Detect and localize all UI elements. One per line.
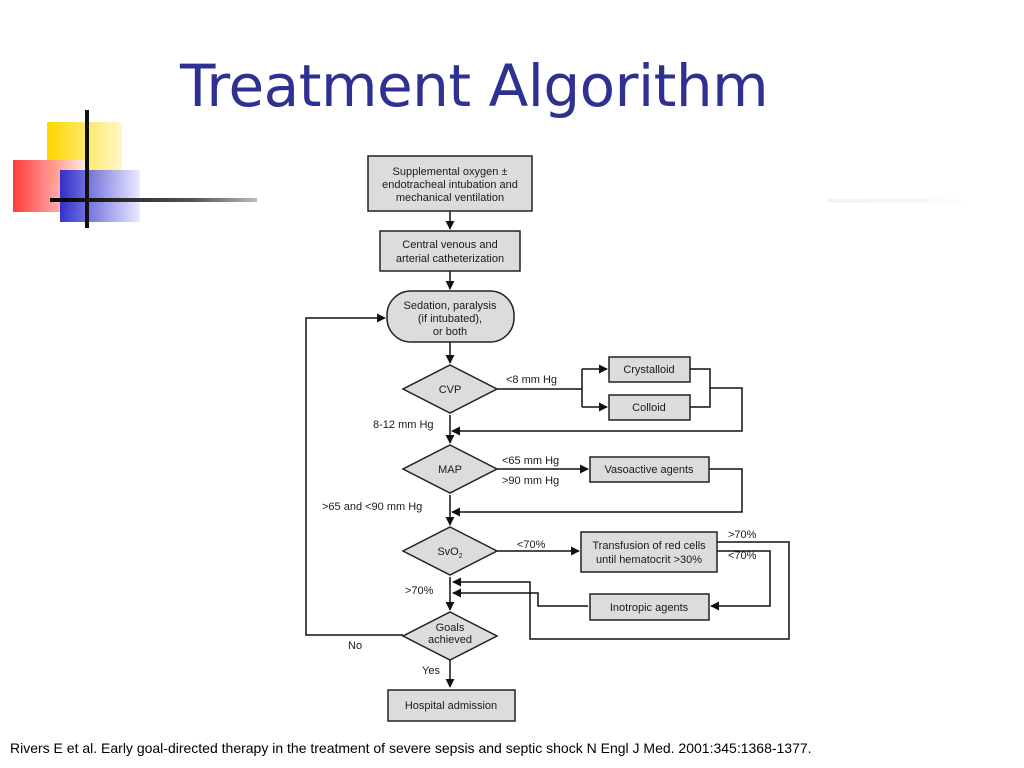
blue-square [60, 170, 140, 222]
svg-text:(if intubated),: (if intubated), [418, 313, 482, 325]
hospital-admission-box: Hospital admission [387, 689, 516, 722]
transfusion-low-label: <70% [728, 550, 757, 562]
svo2-decision: SvO2 [401, 526, 499, 576]
horizontal-rule [50, 198, 257, 202]
svo2-target-label: >70% [405, 585, 434, 597]
svg-text:Transfusion of red cells: Transfusion of red cells [592, 540, 706, 552]
slide-title: Treatment Algorithm [180, 52, 769, 120]
svg-text:until hematocrit >30%: until hematocrit >30% [596, 554, 702, 566]
horizontal-rule-right [828, 199, 963, 203]
svg-text:Hospital admission: Hospital admission [405, 700, 497, 712]
svo2-low-label: <70% [517, 539, 546, 551]
svg-text:Vasoactive agents: Vasoactive agents [604, 464, 694, 476]
colloid-box: Colloid [608, 394, 691, 421]
svg-text:or both: or both [433, 326, 467, 338]
map-decision: MAP [401, 444, 499, 494]
svg-text:Inotropic agents: Inotropic agents [610, 602, 689, 614]
inotropic-agents-box: Inotropic agents [589, 593, 710, 621]
svg-text:Sedation, paralysis: Sedation, paralysis [404, 300, 497, 312]
sedation-box: Sedation, paralysis (if intubated), or b… [386, 290, 515, 343]
goals-decision: Goals achieved [401, 611, 499, 661]
svg-text:SvO2: SvO2 [437, 546, 462, 560]
svg-text:Crystalloid: Crystalloid [623, 364, 674, 376]
cvp-target-label: 8-12 mm Hg [373, 419, 434, 431]
svg-text:MAP: MAP [438, 464, 462, 476]
citation: Rivers E et al. Early goal-directed ther… [10, 740, 812, 756]
svg-text:Supplemental oxygen ±: Supplemental oxygen ± [393, 166, 508, 178]
svg-text:arterial catheterization: arterial catheterization [396, 253, 504, 265]
transfusion-high-label: >70% [728, 529, 757, 541]
map-high-label: >90 mm Hg [502, 475, 559, 487]
decorative-corner-graphic [13, 110, 257, 228]
svg-text:Goals: Goals [436, 622, 465, 634]
treatment-flowchart: Supplemental oxygen ± endotracheal intub… [305, 155, 790, 722]
goals-no-label: No [348, 640, 362, 652]
svg-text:achieved: achieved [428, 634, 472, 646]
goals-yes-label: Yes [422, 665, 440, 677]
cvp-low-label: <8 mm Hg [506, 374, 557, 386]
transfusion-box: Transfusion of red cells until hematocri… [580, 531, 718, 573]
cvp-decision: CVP [401, 364, 499, 414]
catheterization-box: Central venous and arterial catheterizat… [379, 230, 521, 272]
svg-text:endotracheal intubation and: endotracheal intubation and [382, 179, 518, 191]
flow-connectors [305, 211, 790, 688]
svg-text:Central venous and: Central venous and [402, 239, 497, 251]
oxygen-box: Supplemental oxygen ± endotracheal intub… [367, 155, 533, 212]
svg-text:Colloid: Colloid [632, 402, 666, 414]
map-target-label: >65 and <90 mm Hg [322, 501, 422, 513]
map-low-label: <65 mm Hg [502, 455, 559, 467]
svg-text:mechanical ventilation: mechanical ventilation [396, 192, 504, 204]
svg-text:CVP: CVP [439, 384, 462, 396]
vertical-rule [85, 110, 89, 228]
vasoactive-agents-box: Vasoactive agents [589, 456, 710, 483]
crystalloid-box: Crystalloid [608, 356, 691, 383]
